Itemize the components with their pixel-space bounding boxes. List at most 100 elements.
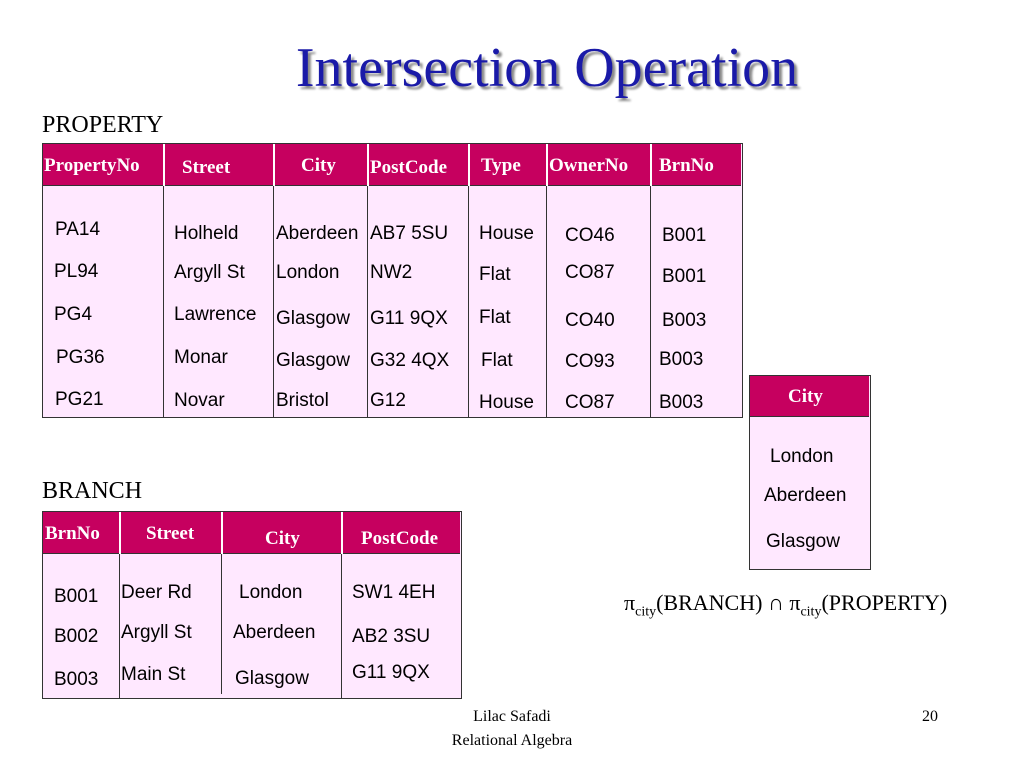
- projection-symbol: π: [624, 590, 636, 615]
- header-city: City: [301, 155, 336, 176]
- branch-cell: SW1 4EH: [352, 582, 436, 603]
- relation-name: (PROPERTY): [821, 590, 948, 615]
- property-cell: B003: [659, 392, 704, 413]
- property-cell: House: [479, 223, 534, 244]
- footer-course: Relational Algebra: [451, 732, 573, 749]
- property-cell: CO87: [565, 262, 615, 283]
- property-cell: B003: [662, 310, 707, 331]
- property-cell: Flat: [479, 307, 511, 328]
- header-divider: [650, 144, 652, 186]
- column-divider: [273, 186, 274, 417]
- branch-cell: B001: [54, 586, 99, 607]
- header-divider: [546, 144, 548, 186]
- header-divider: [221, 512, 223, 554]
- branch-cell: London: [239, 582, 303, 603]
- property-cell: London: [276, 262, 340, 283]
- property-cell: B001: [662, 266, 707, 287]
- intersection-formula: πcity(BRANCH) ∩ πcity(PROPERTY): [624, 590, 947, 620]
- column-divider: [341, 554, 342, 698]
- branch-cell: Aberdeen: [233, 622, 316, 643]
- result-cell: London: [770, 446, 834, 467]
- property-cell: Flat: [481, 350, 513, 371]
- branch-cell: Argyll St: [121, 622, 192, 643]
- property-cell: Argyll St: [174, 262, 245, 283]
- header-type: Type: [481, 155, 521, 176]
- header-postcode: PostCode: [361, 528, 439, 549]
- property-cell: Holheld: [174, 223, 239, 244]
- header-divider: [341, 512, 343, 554]
- property-cell: Lawrence: [174, 304, 257, 325]
- column-divider: [367, 186, 368, 417]
- intersection-symbol: ∩: [762, 590, 790, 615]
- property-cell: CO93: [565, 351, 615, 372]
- result-header-city: City: [788, 386, 823, 407]
- projection-attribute: city: [800, 604, 822, 620]
- property-table: PropertyNo Street City PostCode Type Own…: [42, 143, 743, 418]
- column-divider: [221, 554, 222, 694]
- branch-cell: G11 9QX: [352, 662, 430, 683]
- header-ownerno: OwnerNo: [549, 155, 629, 176]
- property-cell: CO40: [565, 310, 615, 331]
- property-cell: NW2: [370, 262, 413, 283]
- property-cell: G12: [370, 390, 406, 411]
- branch-cell: B002: [54, 626, 99, 647]
- property-cell: G11 9QX: [370, 308, 448, 329]
- slide-title: Intersection Operation: [295, 37, 799, 99]
- property-cell: CO46: [565, 225, 615, 246]
- branch-cell: B003: [54, 669, 99, 690]
- property-cell: Glasgow: [276, 308, 350, 329]
- property-cell: Monar: [174, 347, 228, 368]
- header-street: Street: [182, 157, 231, 178]
- header-city: City: [265, 528, 300, 549]
- result-table: City London Aberdeen Glasgow: [749, 375, 871, 570]
- property-cell: PA14: [55, 219, 101, 240]
- property-cell: CO87: [565, 392, 615, 413]
- header-divider: [468, 144, 470, 186]
- result-header-row: [750, 376, 869, 417]
- header-propertyno: PropertyNo: [44, 155, 140, 176]
- page-number: 20: [922, 708, 938, 725]
- property-cell: PG21: [55, 389, 104, 410]
- branch-cell: Glasgow: [235, 668, 309, 689]
- property-header-row: [43, 144, 741, 186]
- result-cell: Aberdeen: [764, 485, 847, 506]
- property-cell: Novar: [174, 390, 225, 411]
- column-divider: [163, 186, 164, 417]
- column-divider: [119, 554, 120, 698]
- property-cell: Bristol: [276, 390, 329, 411]
- header-street: Street: [146, 523, 195, 544]
- relation-name: (BRANCH): [656, 590, 763, 615]
- property-cell: House: [479, 392, 534, 413]
- property-cell: PG4: [54, 304, 93, 325]
- header-brnno: BrnNo: [659, 155, 714, 176]
- header-divider: [119, 512, 121, 554]
- property-cell: Aberdeen: [276, 223, 359, 244]
- branch-cell: Main St: [121, 664, 186, 685]
- branch-cell: AB2 3SU: [352, 626, 431, 647]
- property-cell: Flat: [479, 264, 511, 285]
- property-cell: PL94: [54, 261, 99, 282]
- column-divider: [468, 186, 469, 417]
- branch-header-row: [43, 512, 460, 554]
- property-cell: B003: [659, 349, 704, 370]
- property-label: PROPERTY: [42, 112, 164, 138]
- column-divider: [546, 186, 547, 417]
- header-divider: [163, 144, 165, 186]
- branch-cell: Deer Rd: [121, 582, 192, 603]
- projection-symbol: π: [789, 590, 801, 615]
- result-cell: Glasgow: [766, 531, 840, 552]
- column-divider: [650, 186, 651, 417]
- header-postcode: PostCode: [370, 157, 448, 178]
- header-divider: [273, 144, 275, 186]
- header-divider: [367, 144, 369, 186]
- projection-attribute: city: [635, 604, 657, 620]
- header-brnno: BrnNo: [45, 523, 100, 544]
- property-cell: Glasgow: [276, 350, 350, 371]
- property-cell: AB7 5SU: [370, 223, 449, 244]
- branch-label: BRANCH: [42, 478, 143, 504]
- property-cell: B001: [662, 225, 707, 246]
- branch-table: BrnNo Street City PostCode B001 Deer Rd …: [42, 511, 462, 699]
- footer-author: Lilac Safadi: [473, 708, 551, 725]
- property-cell: G32 4QX: [370, 350, 450, 371]
- property-cell: PG36: [56, 347, 105, 368]
